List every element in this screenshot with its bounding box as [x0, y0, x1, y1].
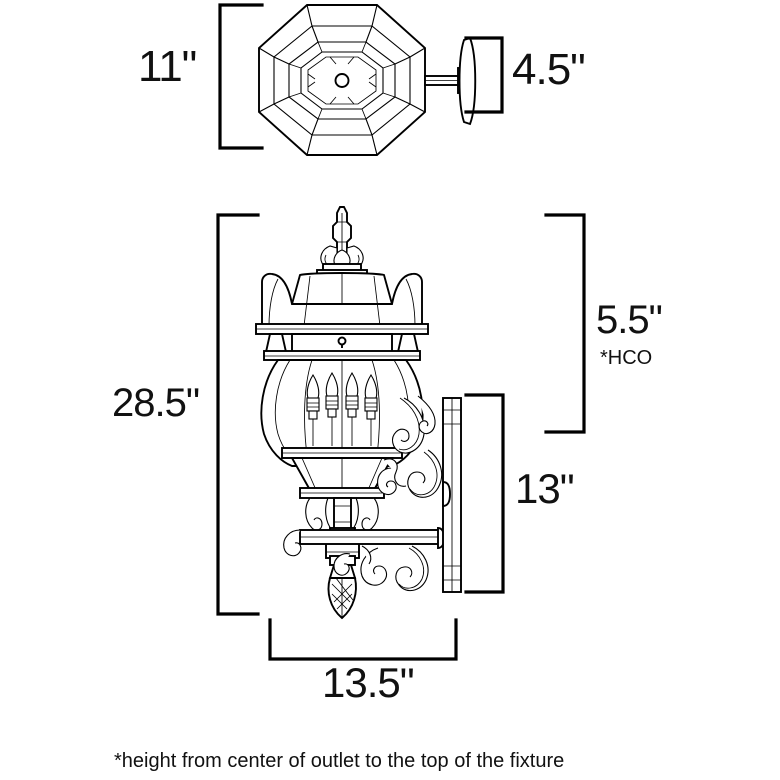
candle-bulb [345, 371, 359, 446]
candle-bulb [325, 371, 339, 446]
dimension-label-height: 28.5" [112, 381, 200, 425]
dimension-label-width: 13.5" [322, 659, 415, 706]
top-view-octagon [258, 4, 477, 156]
side-elevation-fixture [255, 206, 462, 620]
wall-mount-backplate [442, 397, 462, 593]
candle-bulb [306, 373, 320, 446]
footnote-text: *height from center of outlet to the top… [114, 750, 565, 772]
dimension-label-top-depth: 4.5" [512, 45, 586, 94]
dimension-label-backplate: 13" [515, 465, 575, 512]
top-finial [316, 206, 368, 278]
dim-bracket-4-5 [464, 36, 504, 114]
dim-bracket-11 [218, 3, 264, 150]
dimension-label-hco-height: 5.5" [596, 298, 663, 342]
lantern-crown [255, 272, 429, 361]
dim-bracket-13 [464, 393, 505, 594]
candle-bulb [364, 373, 378, 446]
dimension-label-top-width: 11" [138, 42, 197, 91]
dim-bracket-28-5 [216, 213, 260, 616]
dim-bracket-13-5 [268, 618, 458, 661]
dim-bracket-5-5 [544, 213, 586, 434]
dimension-label-hco-note: *HCO [600, 347, 653, 369]
